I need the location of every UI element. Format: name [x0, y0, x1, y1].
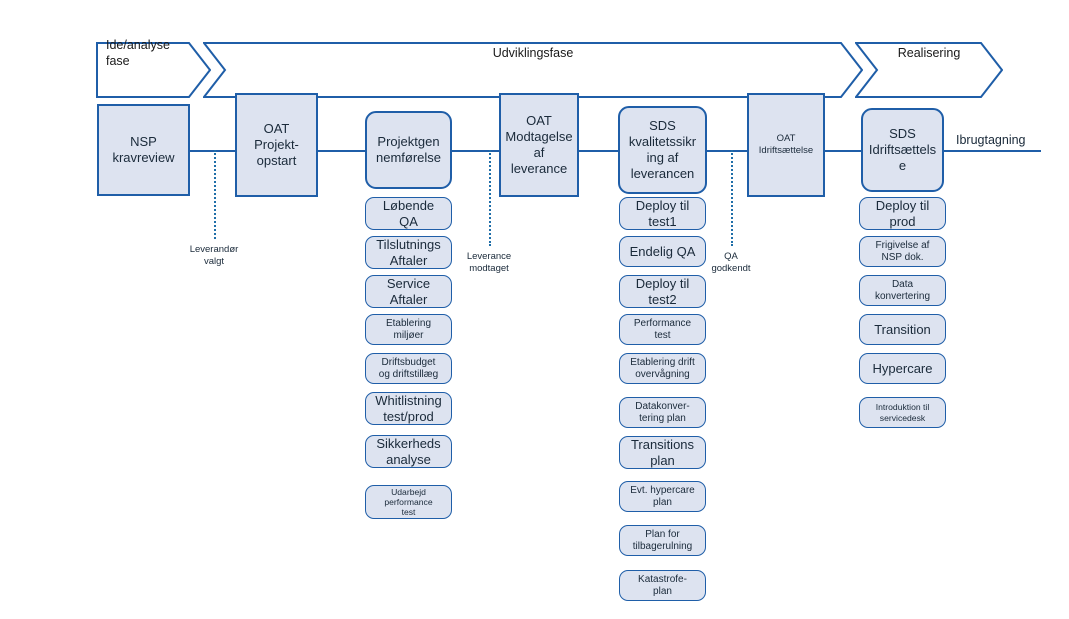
chevron-shape-realisering [855, 26, 1003, 98]
task-label-sikkerhedsanalyse: Sikkerheds analyse [376, 436, 441, 467]
task-box-transitions-plan[interactable]: Transitions plan [619, 436, 706, 469]
process-box-oat-idriftsaettelse[interactable]: OAT Idriftsættelse [747, 93, 825, 197]
task-box-driftsbudget-og-driftstillaeg[interactable]: Driftsbudget og driftstillæg [365, 353, 452, 384]
task-label-whitlistning-test-prod: Whitlistning test/prod [375, 393, 442, 424]
connector-oat-idriftsaettelse-to-sds-idriftsaettelse [825, 150, 862, 152]
task-box-tilslutningsaftaler[interactable]: Tilslutnings Aftaler [365, 236, 452, 269]
task-label-deploy-til-prod: Deploy til prod [875, 198, 930, 229]
milestone-label-leverance-modtaget: Leverance modtaget [466, 251, 512, 274]
connector-sds-idriftsaettelse-to-ibrugtagning [944, 150, 1041, 152]
task-box-endelig-qa[interactable]: Endelig QA [619, 236, 706, 267]
task-label-frigivelse-af-nsp-dok: Frigivelse af NSP dok. [875, 239, 930, 263]
phase-chevron-realisering[interactable]: Realisering [855, 26, 1003, 98]
task-box-hypercare[interactable]: Hypercare [859, 353, 946, 384]
task-box-introduktion-til-servicedesk[interactable]: Introduktion til servicedesk [859, 397, 946, 428]
task-label-tilslutningsaftaler: Tilslutnings Aftaler [376, 237, 441, 268]
task-box-deploy-til-prod[interactable]: Deploy til prod [859, 197, 946, 230]
task-box-performance-test[interactable]: Performance test [619, 314, 706, 345]
task-label-deploy-til-test1: Deploy til test1 [635, 198, 690, 229]
task-box-etablering-drift-overvagning[interactable]: Etablering drift overvågning [619, 353, 706, 384]
connector-oat-opstart-to-projektgennemforelse [317, 150, 366, 152]
task-label-hypercare: Hypercare [872, 360, 933, 376]
task-label-serviceaftaler: Service Aftaler [386, 276, 431, 307]
task-label-lobende-qa: Løbende QA [382, 198, 435, 229]
process-box-label-oat-modtagelse-af-leverance: OAT Modtagelse af leverance [505, 113, 573, 176]
phase-chevron-ide-analyse[interactable]: Ide/analyse fase [96, 26, 211, 98]
process-box-label-oat-projekt-opstart: OAT Projekt- opstart [254, 121, 299, 168]
task-label-etablering-drift-overvagning: Etablering drift overvågning [630, 356, 695, 380]
connector-oat-modtagelse-to-sds-kvalitetssikring [578, 150, 618, 152]
milestone-label-qa-godkendt: QA godkendt [711, 251, 751, 274]
task-box-whitlistning-test-prod[interactable]: Whitlistning test/prod [365, 392, 452, 425]
task-label-evt-hypercare-plan: Evt. hypercare plan [630, 484, 695, 508]
milestone-dotline-qa-godkendt [731, 150, 733, 246]
process-box-projektgennemforelse[interactable]: Projektgen nemførelse [365, 111, 452, 189]
task-box-katastrofeplan[interactable]: Katastrofe- plan [619, 570, 706, 601]
process-box-sds-kvalitetssikring-af-leverancen[interactable]: SDS kvalitetssikr ing af leverancen [618, 106, 707, 194]
process-box-oat-projekt-opstart[interactable]: OAT Projekt- opstart [235, 93, 318, 197]
phase-chevron-udviklingsfase[interactable]: Udviklingsfase [203, 26, 863, 98]
task-box-serviceaftaler[interactable]: Service Aftaler [365, 275, 452, 308]
chevron-shape-udviklingsfase [203, 26, 863, 98]
task-box-data-konvertering[interactable]: Data konvertering [859, 275, 946, 306]
task-box-plan-for-tilbagerulning[interactable]: Plan for tilbagerulning [619, 525, 706, 556]
task-label-etablering-miljoer: Etablering miljøer [385, 317, 432, 341]
task-box-evt-hypercare-plan[interactable]: Evt. hypercare plan [619, 481, 706, 512]
task-label-driftsbudget-og-driftstillaeg: Driftsbudget og driftstillæg [378, 356, 439, 380]
process-box-label-nsp-kravreview: NSP kravreview [112, 134, 175, 165]
milestone-label-leverandor-valgt: Leverandør valgt [189, 244, 239, 267]
process-box-label-sds-kvalitetssikring-af-leverancen: SDS kvalitetssikr ing af leverancen [628, 118, 697, 181]
connector-projektgennemforelse-to-oat-modtagelse [452, 150, 500, 152]
task-box-frigivelse-af-nsp-dok[interactable]: Frigivelse af NSP dok. [859, 236, 946, 267]
process-box-label-oat-idriftsaettelse: OAT Idriftsættelse [758, 133, 814, 156]
end-label-ibrugtagning: Ibrugtagning [956, 133, 1026, 147]
task-label-transitions-plan: Transitions plan [630, 437, 695, 468]
phase-label-ide-analyse: Ide/analyse fase [106, 38, 170, 68]
task-label-data-konvertering: Data konvertering [874, 278, 931, 302]
task-label-plan-for-tilbagerulning: Plan for tilbagerulning [632, 528, 693, 552]
task-label-performance-test: Performance test [633, 317, 692, 341]
process-box-sds-idriftsaettelse[interactable]: SDS Idriftsættels e [861, 108, 944, 192]
task-box-datakonvertering-plan[interactable]: Datakonver- tering plan [619, 397, 706, 428]
milestone-dotline-leverance-modtaget [489, 150, 491, 246]
task-label-udarbejd-performance-test: Udarbejd performance test [384, 486, 433, 518]
process-box-label-sds-idriftsaettelse: SDS Idriftsættels e [868, 126, 937, 173]
task-label-transition: Transition [874, 321, 931, 337]
task-label-endelig-qa: Endelig QA [629, 243, 696, 259]
task-box-etablering-miljoer[interactable]: Etablering miljøer [365, 314, 452, 345]
phase-label-udviklingsfase: Udviklingsfase [492, 46, 574, 61]
phase-label-realisering: Realisering [897, 46, 961, 61]
process-box-nsp-kravreview[interactable]: NSP kravreview [97, 104, 190, 196]
task-box-transition[interactable]: Transition [859, 314, 946, 345]
task-box-sikkerhedsanalyse[interactable]: Sikkerheds analyse [365, 435, 452, 468]
task-label-datakonvertering-plan: Datakonver- tering plan [635, 400, 690, 424]
process-box-oat-modtagelse-af-leverance[interactable]: OAT Modtagelse af leverance [499, 93, 579, 197]
task-box-udarbejd-performance-test[interactable]: Udarbejd performance test [365, 485, 452, 519]
task-box-deploy-til-test1[interactable]: Deploy til test1 [619, 197, 706, 230]
task-box-deploy-til-test2[interactable]: Deploy til test2 [619, 275, 706, 308]
chevron-shape-ide-analyse [96, 26, 211, 98]
task-label-introduktion-til-servicedesk: Introduktion til servicedesk [875, 402, 930, 423]
process-box-label-projektgennemforelse: Projektgen nemførelse [375, 134, 442, 165]
connector-sds-kvalitetssikring-to-oat-idriftsaettelse [707, 150, 748, 152]
task-box-lobende-qa[interactable]: Løbende QA [365, 197, 452, 230]
milestone-dotline-leverandor-valgt [214, 150, 216, 239]
task-label-katastrofeplan: Katastrofe- plan [638, 573, 687, 597]
task-label-deploy-til-test2: Deploy til test2 [635, 276, 690, 307]
